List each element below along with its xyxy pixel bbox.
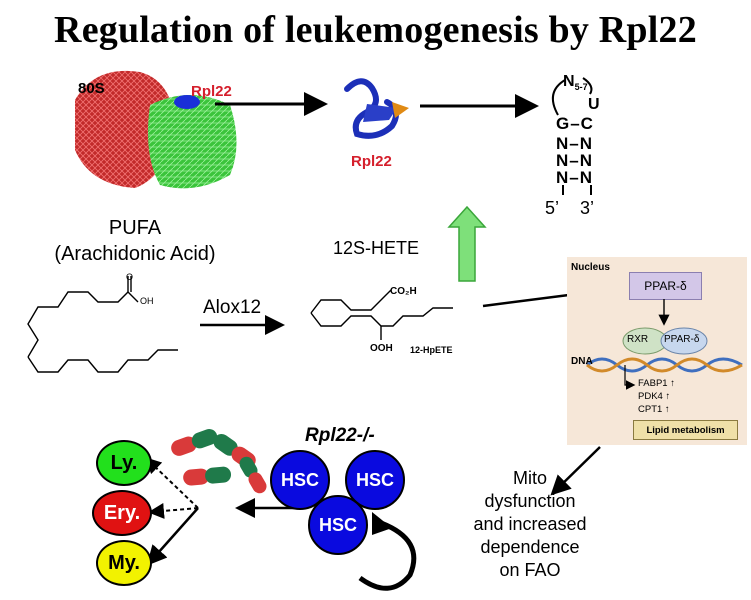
mito-line-3: and increased xyxy=(473,514,587,534)
hpete-ooh: OOH xyxy=(370,343,393,354)
mito-line-1: Mito xyxy=(512,468,547,488)
mito-line-2: dysfunction xyxy=(484,491,576,511)
ppar2-label: PPAR-δ xyxy=(664,334,700,345)
page-title: Regulation of leukemogenesis by Rpl22 xyxy=(54,9,697,51)
nucleus-title: Nucleus xyxy=(571,262,610,273)
hairpin-pair-3: N–N xyxy=(556,168,594,187)
hsc-circle-3: HSC xyxy=(308,495,368,555)
label-80s: 80S xyxy=(78,80,105,97)
dna-label: DNA xyxy=(571,356,593,367)
hairpin-u: U xyxy=(588,96,600,113)
pufa-label: PUFA xyxy=(108,217,162,239)
mito-text: Mito dysfunction and increased dependenc… xyxy=(470,467,590,582)
arrow-to-mito xyxy=(550,446,601,496)
label-rpl22-ribosome: Rpl22 xyxy=(191,83,232,100)
pufa-oh: OH xyxy=(140,296,154,306)
hairpin-loop-n: N xyxy=(563,73,575,90)
my-circle: My. xyxy=(96,540,152,586)
lipid-metabolism-box: Lipid metabolism xyxy=(633,420,738,440)
rpl22-protein-image xyxy=(344,78,409,139)
pills-image xyxy=(171,428,267,494)
hpete-co2h: CO₂H xyxy=(390,286,417,297)
nucleus-graphics xyxy=(586,299,743,390)
small-subunit xyxy=(147,95,237,189)
green-up-arrow xyxy=(447,205,487,282)
hairpin-3-prime: 3’ xyxy=(580,198,595,218)
hairpin-loop-subscript: 5-7 xyxy=(574,82,588,93)
mito-line-4: dependence xyxy=(480,537,580,557)
rxr-label: RXR xyxy=(627,334,649,345)
rpl22-site xyxy=(174,95,200,109)
dna-strand-1 xyxy=(586,357,743,373)
protein-helix xyxy=(344,78,399,139)
ribosome-image xyxy=(75,70,237,189)
alox12-label: Alox12 xyxy=(203,297,262,318)
arachidonic-acid-structure xyxy=(27,276,178,373)
ly-circle: Ly. xyxy=(96,440,152,486)
hairpin-loop: N5-7 xyxy=(563,73,588,92)
arrow-to-ery xyxy=(148,502,199,519)
hairpin-pair-gc: G–C xyxy=(556,114,594,133)
pufa-sublabel: (Arachidonic Acid) xyxy=(54,243,216,265)
arrow-to-my xyxy=(146,507,199,566)
protein-orange-region xyxy=(392,102,409,118)
hairpin-5-prime: 5’ xyxy=(545,198,560,218)
ppar-delta-box: PPAR-δ xyxy=(629,272,702,300)
label-rpl22-protein: Rpl22 xyxy=(351,153,392,170)
arrow-to-ly xyxy=(145,457,199,509)
knockout-label: Rpl22-/- xyxy=(305,425,375,446)
hsc-circle-2: HSC xyxy=(345,450,405,510)
protein-sheet xyxy=(363,104,397,122)
hairpin-tails xyxy=(562,185,592,195)
hairpin-loop-outline xyxy=(551,77,593,116)
gene-pdk4: PDK4 ↑ xyxy=(638,391,671,402)
ppar2-ellipse xyxy=(660,327,708,355)
self-renewal-arrow xyxy=(358,520,417,591)
mito-line-5: on FAO xyxy=(499,560,561,580)
label-12s-hete: 12S-HETE xyxy=(333,238,420,258)
large-subunit xyxy=(75,70,175,188)
gene-cpt1: CPT1 ↑ xyxy=(638,404,670,415)
hairpin-pair-1: N–N xyxy=(556,134,594,153)
self-renewal-arrowhead xyxy=(372,512,392,535)
hpete-structure xyxy=(310,289,453,340)
pufa-o: O xyxy=(126,272,134,282)
ery-circle: Ery. xyxy=(92,490,152,536)
gene-fabp1: FABP1 ↑ xyxy=(638,378,675,389)
hpete-name: 12-HpETE xyxy=(410,345,453,355)
hairpin-pair-2: N–N xyxy=(556,151,594,170)
dna-strand-2 xyxy=(586,357,743,373)
